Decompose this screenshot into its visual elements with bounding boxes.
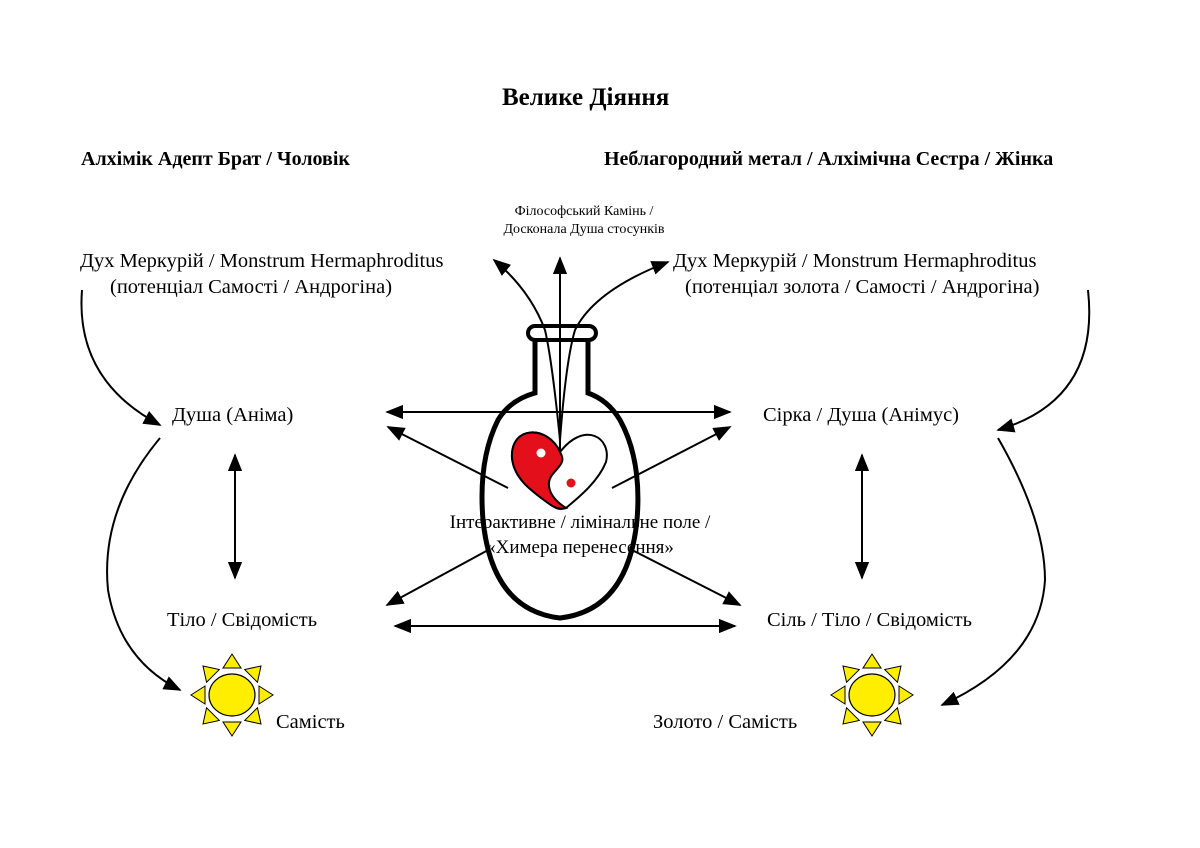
right-arrows	[854, 289, 1091, 706]
arrow-soul-to-gold-right	[940, 437, 1047, 706]
field-line-2: «Химера перенесення»	[486, 537, 674, 558]
interactive-field-label: Інтерактивне / лімінальне поле / «Химера…	[420, 510, 740, 560]
field-line-1: Інтерактивне / лімінальне поле /	[449, 512, 711, 533]
sun-ray	[883, 706, 902, 725]
stone-line-2: Досконала Душа стосунків	[503, 222, 665, 237]
sun-ray	[202, 706, 221, 725]
arrow-spirit-to-soul-left	[80, 289, 162, 426]
sun-ray	[243, 706, 262, 725]
philosophers-stone-label: Філософський Камінь / Досконала Душа сто…	[478, 203, 690, 239]
sun-ray	[190, 685, 206, 705]
sun-ray	[862, 721, 882, 737]
left-heading: Алхімік Адепт Брат / Чоловік	[81, 148, 350, 170]
sun-ray	[830, 685, 846, 705]
central-arrows	[492, 256, 670, 452]
sun-ray	[222, 653, 242, 669]
right-spirit-line-1: Дух Меркурій / Monstrum Hermaphroditus	[673, 250, 1037, 272]
sun-disc	[848, 673, 896, 717]
left-spirit-line-2: (потенціал Самості / Андрогіна)	[110, 276, 393, 298]
sun-ray	[842, 665, 861, 684]
right-spirit-line-2: (потенціал золота / Самості / Андрогіна)	[685, 276, 1040, 298]
sun-ray	[258, 685, 274, 705]
left-soul-label: Душа (Аніма)	[172, 404, 294, 426]
sun-icon	[830, 653, 914, 737]
sun-ray	[243, 665, 262, 684]
sun-ray	[202, 665, 221, 684]
arrow-to-right-soul	[611, 426, 732, 489]
arrow-soul-to-self-left	[106, 437, 182, 691]
arrow-right-spirit	[559, 261, 670, 441]
left-arrows	[80, 289, 243, 691]
arrow-to-left-body	[385, 548, 491, 606]
left-self-label: Самість	[276, 711, 345, 733]
sun-ray	[862, 653, 882, 669]
arrow-to-right-body	[629, 548, 742, 606]
sun-ray	[898, 685, 914, 705]
right-soul-label: Сірка / Душа (Анімус)	[763, 404, 960, 426]
left-spirit-line-1: Дух Меркурій / Monstrum Hermaphroditus	[80, 250, 444, 272]
right-self-label: Золото / Самість	[653, 711, 798, 733]
cross-arrows	[385, 404, 742, 634]
stone-line-1: Філософський Камінь /	[514, 204, 654, 219]
page-title: Велике Діяння	[502, 84, 670, 111]
arrow-spirit-to-soul-right	[996, 289, 1091, 433]
right-body-label: Сіль / Тіло / Свідомість	[767, 609, 972, 631]
sun-ray	[222, 721, 242, 737]
alchemical-flask-icon	[479, 324, 641, 621]
sun-disc	[208, 673, 256, 717]
arrow-left-spirit	[492, 258, 561, 441]
sun-icon	[190, 653, 274, 737]
right-heading: Неблагородний метал / Алхімічна Сестра /…	[604, 148, 1054, 170]
arrow-to-left-soul	[386, 426, 509, 489]
sun-ray	[842, 706, 861, 725]
yin-yang-heart-icon	[510, 431, 608, 510]
left-body-label: Тіло / Свідомість	[167, 609, 318, 631]
sun-ray	[883, 665, 902, 684]
